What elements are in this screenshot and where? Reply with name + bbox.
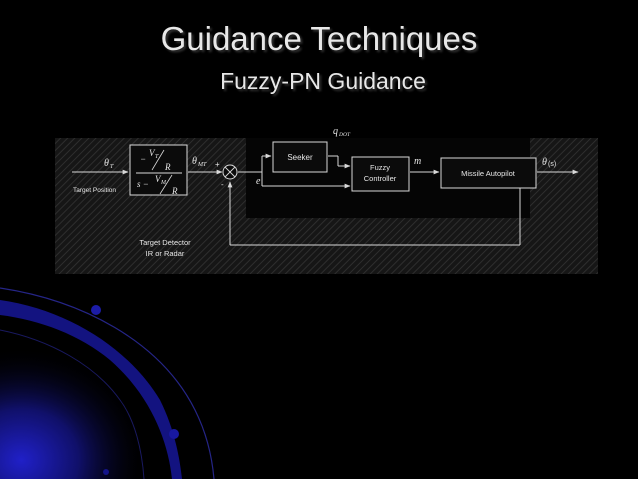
svg-text:T: T xyxy=(155,154,159,160)
svg-text:M: M xyxy=(160,180,167,186)
theta-out-symbol: θ xyxy=(542,157,547,168)
target-position-label: Target Position xyxy=(73,187,116,194)
theta-out-subscript: (s) xyxy=(548,161,556,168)
theta-mt-subscript: MT xyxy=(197,162,207,168)
feedback-label-line2: IR or Radar xyxy=(146,249,185,258)
autopilot-label: Missile Autopilot xyxy=(461,169,516,178)
theta-t-subscript: T xyxy=(110,164,114,170)
seeker-label: Seeker xyxy=(287,153,313,162)
fuzzy-label-line2: Controller xyxy=(364,174,397,183)
swoosh-dot xyxy=(169,429,179,439)
missile-autopilot-block xyxy=(440,157,537,189)
summing-junction-x xyxy=(224,166,236,178)
slide-title: Guidance Techniques xyxy=(160,20,478,57)
slide-subtitle: Fuzzy-PN Guidance xyxy=(220,68,426,94)
m-symbol: m xyxy=(414,156,421,167)
theta-mt-symbol: θ xyxy=(192,156,197,167)
svg-text:R: R xyxy=(164,162,171,172)
feedback-label-line1: Target Detector xyxy=(139,238,191,247)
swoosh-line xyxy=(0,329,145,479)
swoosh-line xyxy=(0,287,215,479)
q-dot-subscript: DOT xyxy=(338,132,351,138)
q-dot-symbol: q xyxy=(333,126,338,137)
target-kinematics-block xyxy=(129,144,188,196)
plus-sign: + xyxy=(215,160,220,169)
svg-text:−: − xyxy=(140,154,146,164)
error-symbol: e xyxy=(256,176,261,187)
swoosh-dot xyxy=(91,305,101,315)
blue-swoosh-shape xyxy=(0,290,212,479)
minus-sign: - xyxy=(221,180,224,189)
fuzzy-label-line1: Fuzzy xyxy=(370,163,390,172)
blue-swoosh-shape xyxy=(0,300,182,479)
transfer-function: − V T R s − V M R xyxy=(136,148,182,196)
svg-text:V: V xyxy=(149,148,156,158)
svg-text:R: R xyxy=(171,186,178,196)
theta-t-symbol: θ xyxy=(104,158,109,169)
seeker-block xyxy=(272,141,328,173)
fuzzy-controller-block xyxy=(351,156,410,192)
svg-text:s −: s − xyxy=(137,179,149,189)
swoosh-dot xyxy=(103,469,109,475)
svg-text:V: V xyxy=(155,174,162,184)
